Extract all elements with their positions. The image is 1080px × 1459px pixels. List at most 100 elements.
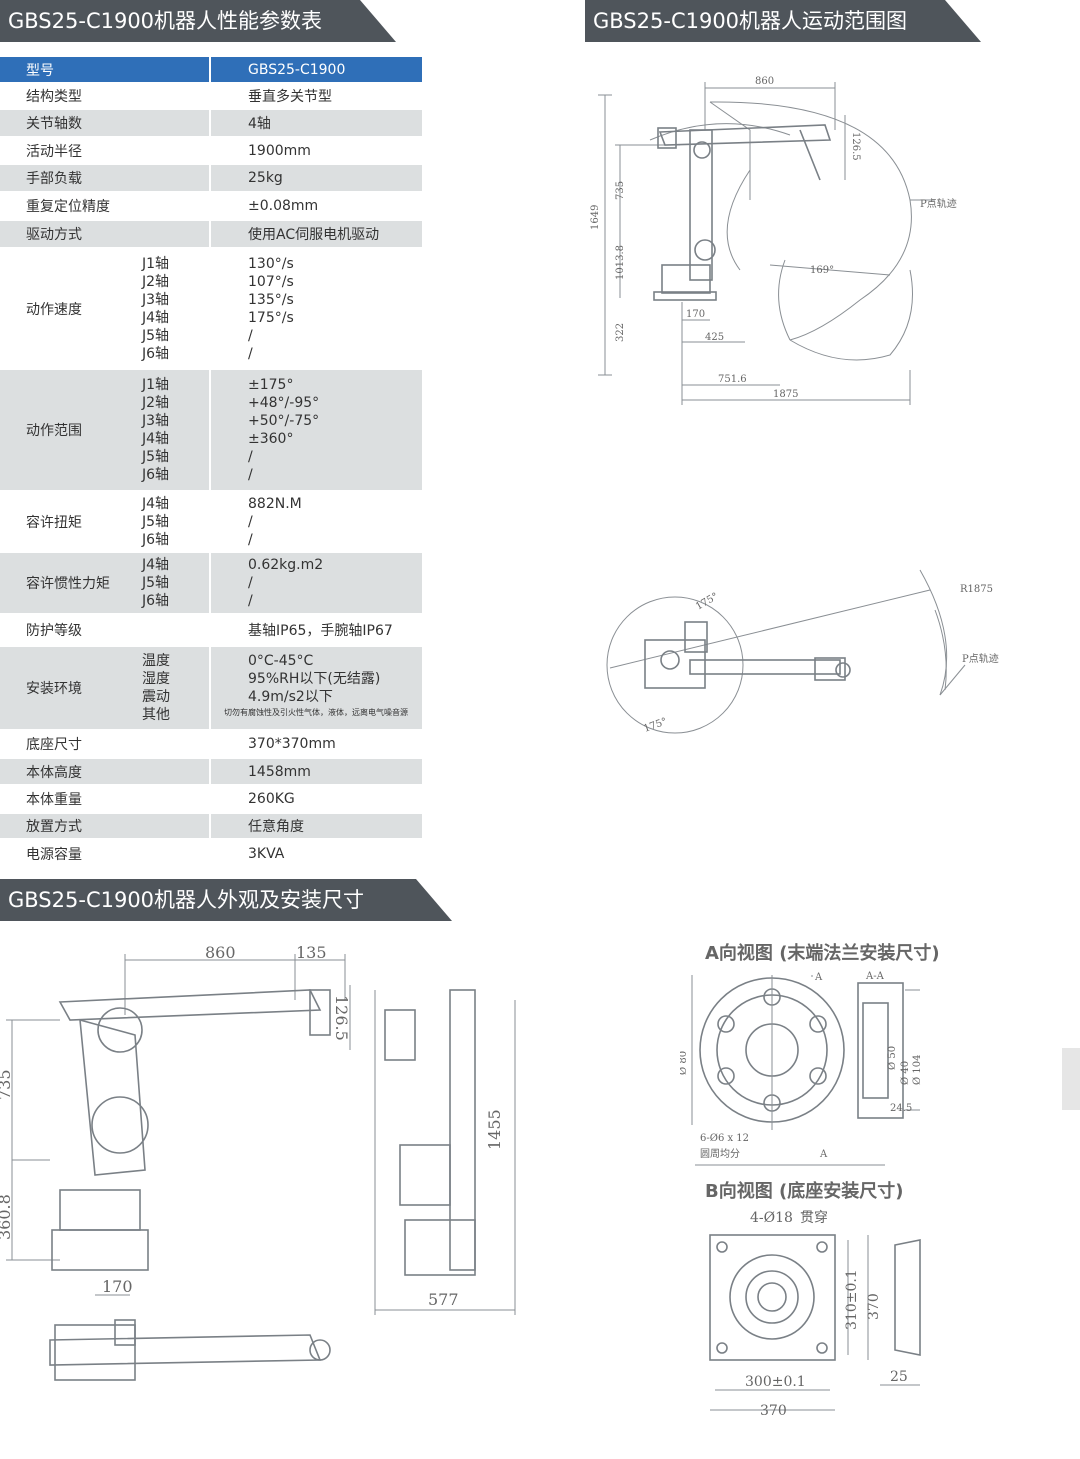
inertia-axes: J4轴 J5轴 J6轴 — [142, 553, 169, 613]
flange-holes: 6-Ø6 x 12 — [700, 1133, 749, 1144]
range-axes: J1轴 J2轴 J3轴 J4轴 J5轴 J6轴 — [142, 370, 169, 490]
dim-370-vertical: 370 — [866, 1293, 882, 1320]
value-drive: 使用AC伺服电机驱动 — [209, 221, 422, 247]
axis-label: J4轴 — [142, 309, 170, 326]
flange-view-title: A向视图 (末端法兰安装尺寸) — [705, 942, 940, 964]
inertia-values: 0.62kg.m2 / / — [248, 556, 323, 610]
dim-577: 577 — [428, 1290, 459, 1309]
label-environment: 安装环境 — [26, 681, 82, 697]
spec-table: 型号 GBS25-C1900 结构类型 垂直多关节型 关节轴数 4轴 活动半径 … — [0, 57, 422, 870]
dim-126-5: 126.5 — [332, 995, 351, 1041]
axis-value: 175°/s — [248, 309, 294, 326]
row-torque: 容许扭矩 J4轴 J5轴 J6轴 882N.M / / — [0, 491, 422, 553]
label-radius: 活动半径 — [26, 143, 82, 160]
label-protection: 防护等级 — [26, 623, 82, 639]
dim-860: 860 — [755, 76, 774, 87]
dim-170: 170 — [102, 1277, 133, 1296]
flange-holes-note: 圆周均分 — [700, 1148, 740, 1160]
inertia-cell: 容许惯性力矩 J4轴 J5轴 J6轴 — [0, 553, 209, 613]
env-value: 切勿有腐蚀性及引火性气体，液体，远离电气噪音源 — [224, 708, 408, 717]
row-inertia: 容许惯性力矩 J4轴 J5轴 J6轴 0.62kg.m2 / / — [0, 553, 422, 614]
arrow-a-bottom: A — [819, 1149, 828, 1160]
label-base-size: 底座尺寸 — [26, 737, 82, 753]
label-power: 电源容量 — [26, 847, 82, 863]
dim-860: 860 — [205, 943, 236, 962]
dim-d80: Ø 80 — [680, 1051, 689, 1075]
dim-24-5: 24.5 — [890, 1103, 912, 1114]
label-r1875: R1875 — [960, 584, 993, 595]
row-placement: 放置方式 任意角度 — [0, 814, 422, 839]
row-base-size: 底座尺寸 370*370mm — [0, 730, 422, 759]
row-payload: 手部负载 25kg — [0, 165, 422, 192]
axis-label: J5轴 — [142, 449, 170, 465]
env-item: 温度 — [142, 653, 170, 669]
label-height: 本体高度 — [26, 764, 82, 781]
value-axes: 4轴 — [209, 110, 422, 136]
value-repeatability: ±0.08mm — [209, 192, 422, 220]
dim-300: 300±0.1 — [745, 1374, 806, 1390]
env-item: 震动 — [142, 689, 170, 705]
value-power: 3KVA — [209, 839, 422, 869]
environment-values: 0°C-45°C 95%RH以下(无结露) 4.9m/s2以下 切勿有腐蚀性及引… — [224, 652, 408, 724]
axis-label: J4轴 — [142, 557, 170, 573]
dim-370-horizontal: 370 — [760, 1403, 787, 1419]
axis-value: / — [248, 345, 253, 362]
dim-135: 135 — [296, 943, 327, 962]
row-axes: 关节轴数 4轴 — [0, 110, 422, 137]
axis-value: / — [248, 593, 253, 609]
axis-label: J6轴 — [142, 345, 170, 362]
axis-label: J6轴 — [142, 467, 170, 483]
base-holes: 4-Ø18 — [750, 1210, 793, 1226]
speed-values: 130°/s 107°/s 135°/s 175°/s / / — [248, 255, 294, 363]
axis-value: / — [248, 513, 253, 530]
axis-label: J2轴 — [142, 273, 170, 290]
axis-label: J5轴 — [142, 575, 170, 591]
dim-735: 735 — [615, 181, 626, 200]
section-a-a: A-A — [865, 971, 885, 982]
row-model: 型号 GBS25-C1900 — [0, 57, 422, 83]
row-radius: 活动半径 1900mm — [0, 137, 422, 165]
label-angle-175-top: 175° — [694, 591, 720, 613]
label-structure: 结构类型 — [26, 89, 82, 105]
axis-value: / — [248, 467, 253, 483]
value-payload: 25kg — [209, 165, 422, 191]
axis-value: / — [248, 531, 253, 548]
row-repeatability: 重复定位精度 ±0.08mm — [0, 192, 422, 221]
row-drive: 驱动方式 使用AC伺服电机驱动 — [0, 221, 422, 248]
env-item: 湿度 — [142, 671, 170, 687]
axis-label: J5轴 — [142, 327, 170, 344]
value-base-size: 370*370mm — [209, 730, 422, 758]
axis-label: J3轴 — [142, 291, 170, 308]
axis-label: J1轴 — [142, 255, 170, 272]
dim-25: 25 — [890, 1369, 908, 1385]
value-height: 1458mm — [209, 759, 422, 784]
axis-value: 135°/s — [248, 291, 294, 308]
env-value: 95%RH以下(无结露) — [248, 671, 381, 687]
value-model: GBS25-C1900 — [209, 57, 422, 82]
dim-1455: 1455 — [485, 1109, 504, 1150]
dim-170: 170 — [686, 309, 705, 320]
dim-d50: Ø 50 — [887, 1046, 898, 1070]
row-range: 动作范围 J1轴 J2轴 J3轴 J4轴 J5轴 J6轴 ±175° +48°/… — [0, 370, 422, 491]
dim-126-5: 126.5 — [850, 132, 861, 161]
value-radius: 1900mm — [209, 137, 422, 164]
label-repeatability: 重复定位精度 — [26, 199, 110, 215]
dim-1875: 1875 — [773, 389, 798, 400]
dim-360-8: 360.8 — [0, 1194, 14, 1240]
row-speed: 动作速度 J1轴 J2轴 J3轴 J4轴 J5轴 J6轴 130°/s 107°… — [0, 248, 422, 370]
environment-cell: 安装环境 温度 湿度 震动 其他 — [0, 647, 209, 729]
side-scroll-tab[interactable] — [1062, 1048, 1080, 1110]
value-protection: 基轴IP65，手腕轴IP67 — [209, 614, 422, 646]
motion-range-side-view: 860 126.5 1649 735 1013.8 322 170 425 75… — [590, 70, 970, 415]
axis-label: J2轴 — [142, 395, 170, 411]
torque-axes: J4轴 J5轴 J6轴 — [142, 491, 169, 552]
axis-label: J6轴 — [142, 531, 170, 548]
arrow-a-top: A — [814, 972, 823, 983]
env-item: 其他 — [142, 707, 170, 723]
appearance-side-view: 860 135 126.5 735 360.8 170 1455 577 — [0, 940, 560, 1440]
label-payload: 手部负载 — [26, 171, 82, 187]
axis-value: 0.62kg.m2 — [248, 557, 324, 573]
spec-table-header: GBS25-C1900机器人性能参数表 — [0, 0, 396, 42]
torque-cell: 容许扭矩 J4轴 J5轴 J6轴 — [0, 491, 209, 552]
axis-label: J6轴 — [142, 593, 170, 609]
